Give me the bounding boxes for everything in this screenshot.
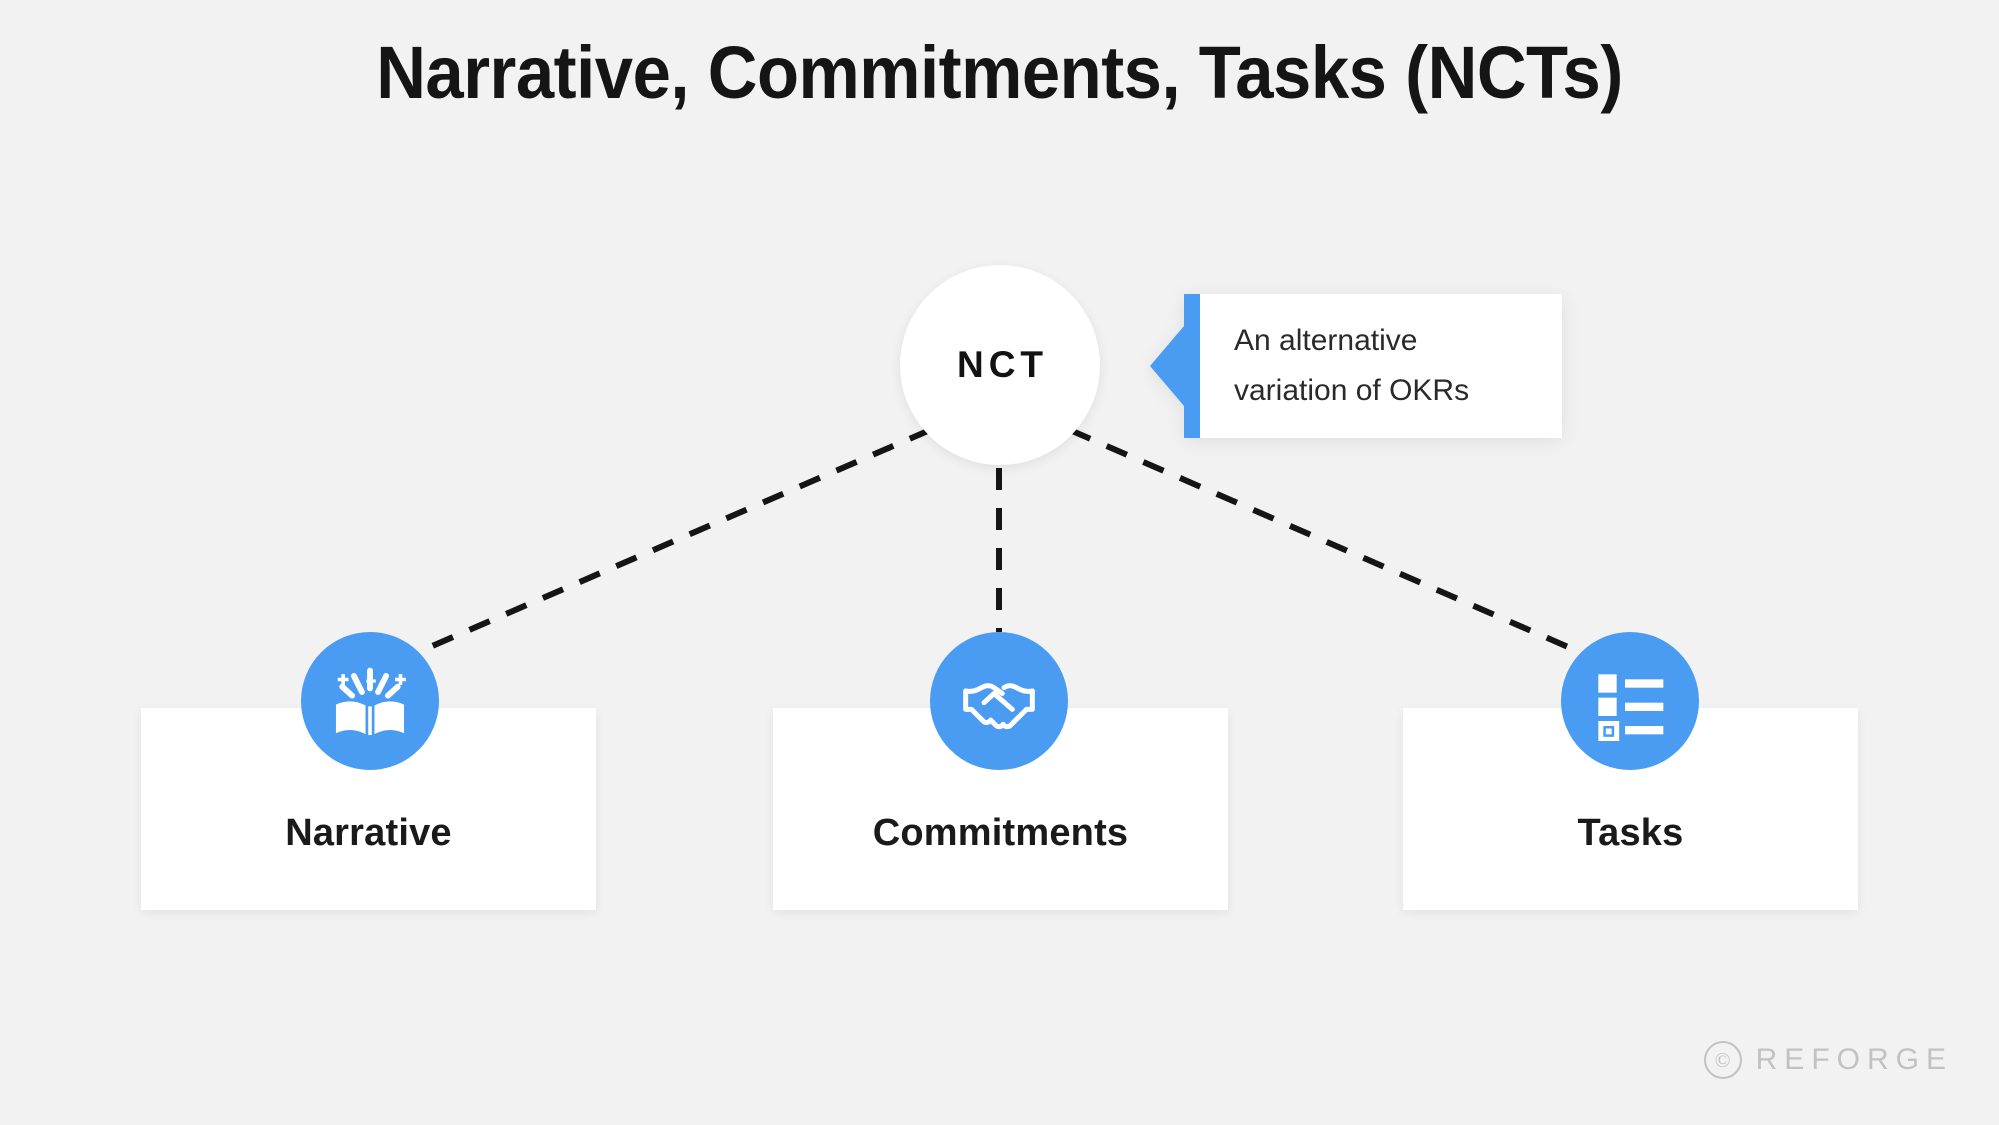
callout-line-1: An alternative: [1234, 324, 1418, 357]
watermark-text: REFORGE: [1755, 1043, 1953, 1076]
card-label-narrative: Narrative: [285, 812, 452, 854]
watermark: © REFORGE: [1703, 1041, 1953, 1079]
callout-pointer-icon: [1150, 326, 1184, 406]
callout-line-2: variation of OKRs: [1234, 374, 1470, 407]
node-circle-tasks[interactable]: [1561, 632, 1699, 770]
open-book-sparkle-icon: [327, 658, 413, 744]
card-label-tasks: Tasks: [1577, 812, 1684, 854]
nct-hub-label: NCT: [956, 344, 1049, 385]
connector-nct-to-narrative: [398, 427, 932, 663]
node-circle-commitments[interactable]: [930, 632, 1068, 770]
copyright-icon: ©: [1703, 1041, 1742, 1079]
nct-hub-circle[interactable]: NCT: [900, 265, 1100, 465]
node-circle-narrative[interactable]: [301, 632, 439, 770]
callout-body: An alternative variation of OKRs: [1200, 294, 1562, 438]
card-label-commitments: Commitments: [872, 812, 1129, 854]
handshake-icon: [959, 661, 1039, 741]
callout-accent-bar: [1184, 294, 1200, 438]
checklist-icon: [1590, 661, 1670, 741]
callout-box[interactable]: An alternative variation of OKRs: [1150, 294, 1562, 438]
page-title: Narrative, Commitments, Tasks (NCTs): [376, 31, 1623, 114]
connector-nct-to-tasks: [1068, 427, 1600, 663]
card-commitments[interactable]: Commitments: [773, 708, 1228, 910]
